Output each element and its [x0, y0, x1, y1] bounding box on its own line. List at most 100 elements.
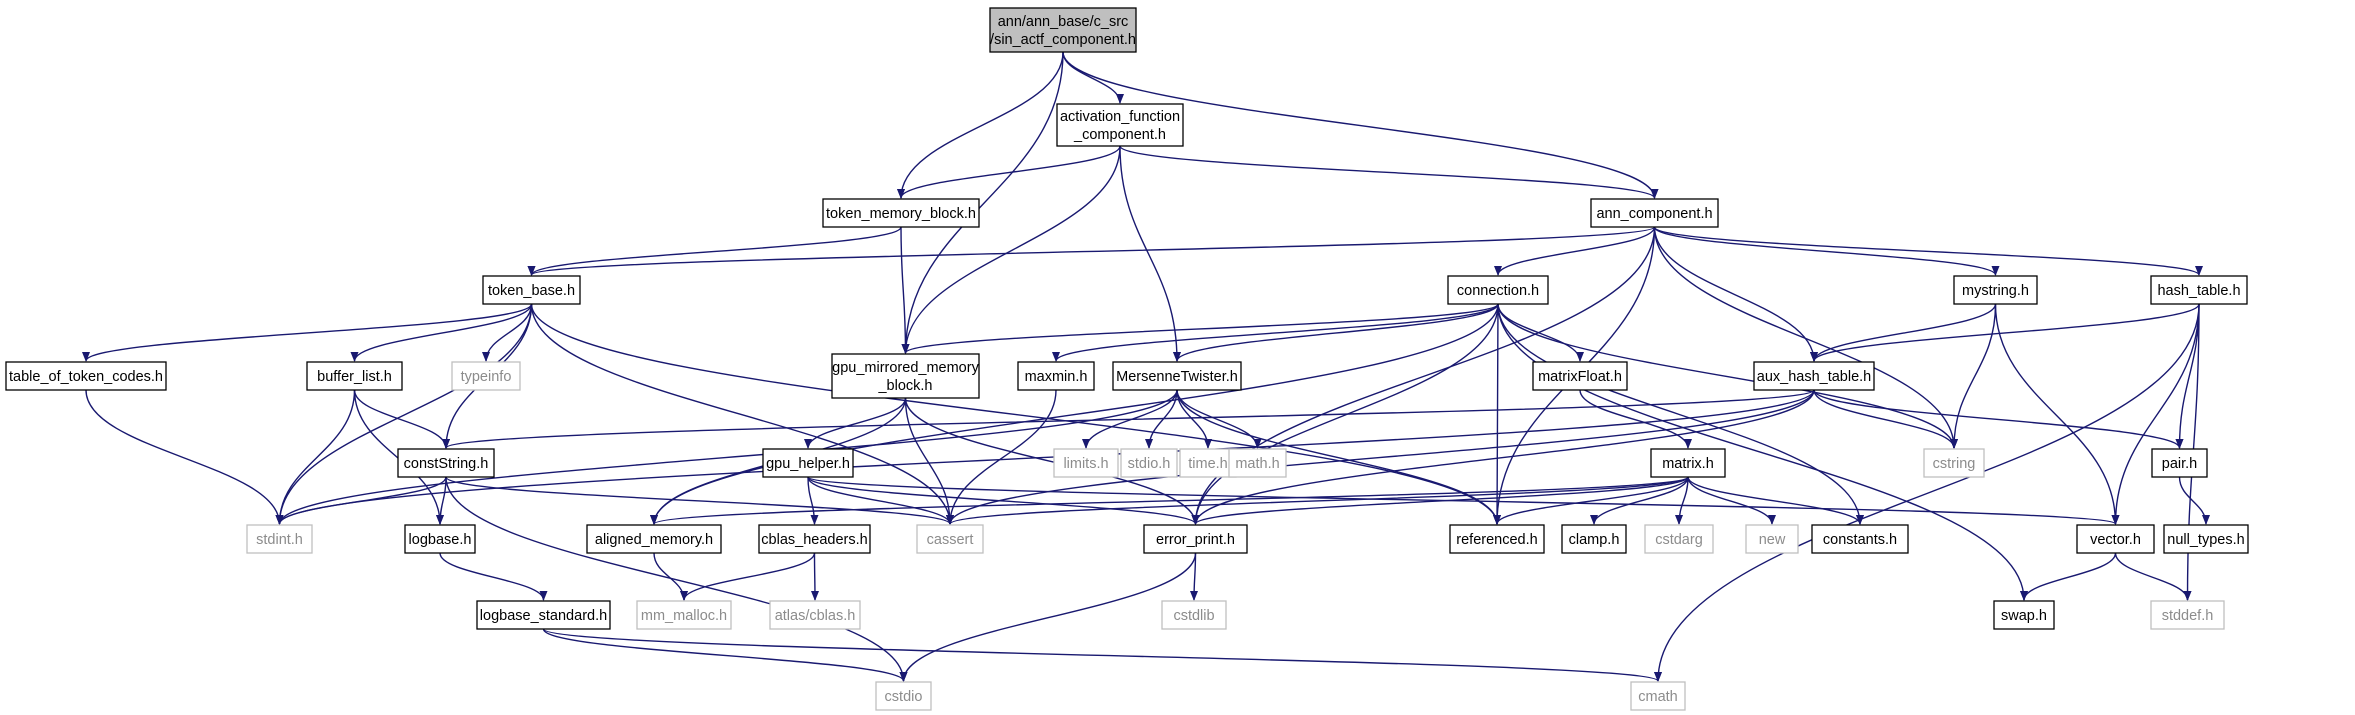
node-label: limits.h [1063, 456, 1108, 472]
edge-line [1176, 389, 1501, 525]
edge-line [897, 145, 1121, 199]
node-stdint-h: stdint.h [246, 524, 313, 554]
node-label: logbase.h [409, 532, 472, 548]
edge-cs-to-cassert [445, 476, 954, 525]
edge-line [807, 476, 819, 525]
node-token-memory-block-h[interactable]: token_memory_block.h [822, 198, 980, 228]
edge-logbs-to-cstdio [542, 628, 908, 682]
node-box [2163, 524, 2249, 554]
edge-line [1493, 476, 1689, 525]
edge-matrix-to-am [650, 476, 1689, 525]
edge-line [1590, 476, 1689, 525]
edge-annc-to-hasht [1653, 226, 2203, 276]
node-label: ann_component.h [1596, 206, 1712, 222]
node-swap-h[interactable]: swap.h [1993, 600, 2055, 630]
edge-line [946, 476, 1689, 525]
edge-mt-to-time_h [1176, 389, 1212, 449]
edge-line [527, 226, 1656, 276]
node-box [397, 448, 495, 478]
node-referenced-h[interactable]: referenced.h [1449, 524, 1545, 554]
edge-am-to-mmmalloc [653, 552, 688, 601]
node-constants-h[interactable]: constants.h [1811, 524, 1909, 554]
node-label: swap.h [2001, 608, 2047, 624]
node-box [2076, 524, 2155, 554]
node-box [476, 600, 611, 630]
node-box [636, 600, 732, 630]
edge-root-to-tmb [897, 51, 1064, 199]
edge-line [85, 389, 284, 525]
edge-ttc-to-stdint [85, 389, 284, 525]
node-logbase-standard-h[interactable]: logbase_standard.h [476, 600, 611, 630]
node-gpu-mirrored-memory-block-h[interactable]: gpu_mirrored_memory_block.h [831, 353, 980, 399]
node-clamp-h[interactable]: clamp.h [1561, 524, 1627, 554]
node-mystring-h[interactable]: mystring.h [1953, 275, 2038, 305]
node-hash-table-h[interactable]: hash_table.h [2150, 275, 2248, 305]
node-box [2150, 275, 2248, 305]
edge-pair-to-nulltypes [2178, 476, 2210, 525]
node-label: token_base.h [488, 283, 575, 299]
edge-line [1497, 303, 1864, 525]
node-buffer-list-h[interactable]: buffer_list.h [306, 361, 403, 391]
node-error-print-h[interactable]: error_print.h [1143, 524, 1248, 554]
node-label: _block.h [877, 378, 932, 394]
node-limits-h: limits.h [1053, 448, 1119, 478]
node-ann-component-h[interactable]: ann_component.h [1590, 198, 1719, 228]
node-box [586, 524, 722, 554]
node-label: connection.h [1457, 283, 1539, 299]
node-label: constants.h [1823, 532, 1897, 548]
node-label: activation_function [1060, 109, 1180, 125]
node-aligned-memory-h[interactable]: aligned_memory.h [586, 524, 722, 554]
node-box [1447, 275, 1549, 305]
edge-line [904, 397, 954, 525]
edge-line [1687, 476, 1864, 525]
edge-gmmb-to-cassert [904, 397, 954, 525]
node-logbase-h[interactable]: logbase.h [404, 524, 476, 554]
edge-tb-to-bl [350, 303, 533, 362]
node-label: typeinfo [461, 369, 512, 385]
node-token-base-h[interactable]: token_base.h [482, 275, 581, 305]
node-conststring-h[interactable]: constString.h [397, 448, 495, 478]
edge-line [1119, 145, 1659, 199]
node-table-of-token-codes-h[interactable]: table_of_token_codes.h [5, 361, 167, 391]
edge-line [1176, 389, 1212, 449]
edge-line [1994, 303, 2120, 525]
edge-line [1497, 303, 2028, 601]
node-ann-ann-base-c-src-sin-actf-component-h[interactable]: ann/ann_base/c_src/sin_actf_component.h [989, 7, 1137, 53]
node-matrixfloat-h[interactable]: matrixFloat.h [1532, 361, 1628, 391]
edge-line [1813, 389, 1958, 449]
node-box [1561, 524, 1627, 554]
node-box [831, 353, 980, 399]
node-mersennetwister-h[interactable]: MersenneTwister.h [1112, 361, 1242, 391]
edge-line [680, 552, 816, 601]
node-null-types-h[interactable]: null_types.h [2163, 524, 2249, 554]
edge-line [2111, 303, 2200, 525]
edge-mt-to-stdint [275, 389, 1178, 525]
edge-gh-to-cassert [807, 476, 954, 525]
node-label: buffer_list.h [317, 369, 392, 385]
edge-aht-to-cstring [1813, 389, 1958, 449]
edge-line [1173, 303, 1499, 362]
node-label: hash_table.h [2157, 283, 2240, 299]
edge-afc-to-mt [1119, 145, 1181, 362]
edge-line [1654, 303, 2200, 682]
node-cblas-headers-h[interactable]: cblas_headers.h [758, 524, 871, 554]
node-activation-function-component-h[interactable]: activation_function_component.h [1056, 103, 1184, 147]
edge-line [1687, 476, 1776, 525]
node-box [1753, 361, 1875, 391]
node-pair-h[interactable]: pair.h [2151, 448, 2208, 478]
node-gpu-helper-h[interactable]: gpu_helper.h [762, 448, 854, 478]
node-cstdarg: cstdarg [1644, 524, 1714, 554]
node-maxmin-h[interactable]: maxmin.h [1017, 361, 1095, 391]
node-vector-h[interactable]: vector.h [2076, 524, 2155, 554]
edge-matrix-to-ep [1191, 476, 1689, 525]
edge-cs-to-cstdio [445, 476, 908, 682]
node-aux-hash-table-h[interactable]: aux_hash_table.h [1753, 361, 1875, 391]
node-connection-h[interactable]: connection.h [1447, 275, 1549, 305]
node-box [2150, 600, 2225, 630]
edge-annc-to-mystr [1653, 226, 2000, 276]
edge-line [1810, 303, 2200, 362]
node-new: new [1745, 524, 1799, 554]
node-matrix-h[interactable]: matrix.h [1650, 448, 1726, 478]
edge-afc-to-gmmb [901, 145, 1121, 354]
edge-line [807, 476, 954, 525]
